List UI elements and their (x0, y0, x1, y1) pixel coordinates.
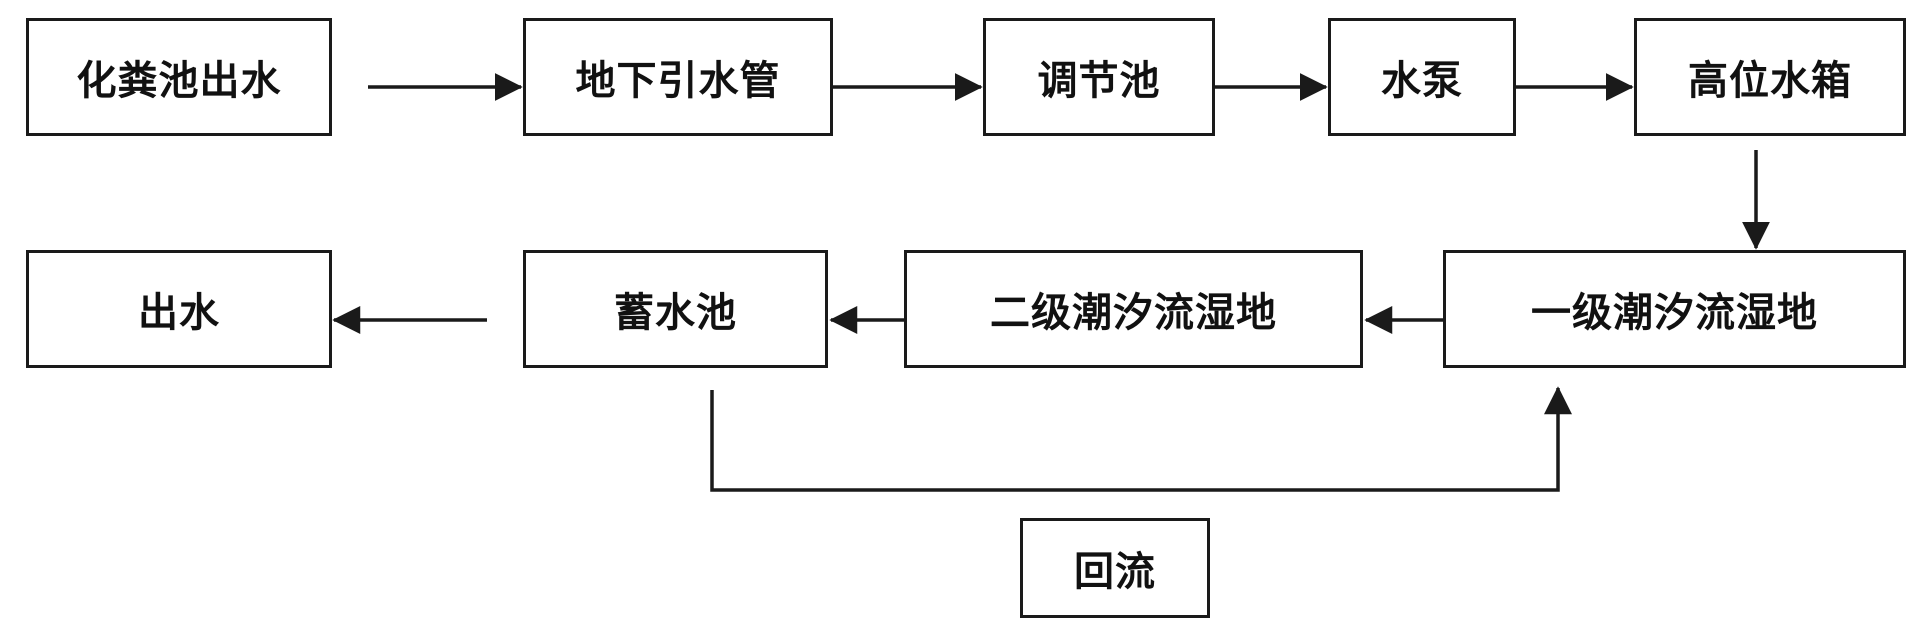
node-elevated-water-tank: 高位水箱 (1634, 18, 1906, 136)
node-regulating-tank: 调节池 (983, 18, 1215, 136)
node-recirculation-label: 回流 (1020, 518, 1210, 618)
node-wetland-stage-1: 一级潮汐流湿地 (1443, 250, 1906, 368)
node-septic-tank-outflow: 化粪池出水 (26, 18, 332, 136)
node-outflow: 出水 (26, 250, 332, 368)
node-water-pump: 水泵 (1328, 18, 1516, 136)
arrow-recirculation-loop (710, 386, 1572, 492)
node-wetland-stage-2: 二级潮汐流湿地 (904, 250, 1363, 368)
node-underground-pipe: 地下引水管 (523, 18, 833, 136)
node-storage-tank: 蓄水池 (523, 250, 828, 368)
